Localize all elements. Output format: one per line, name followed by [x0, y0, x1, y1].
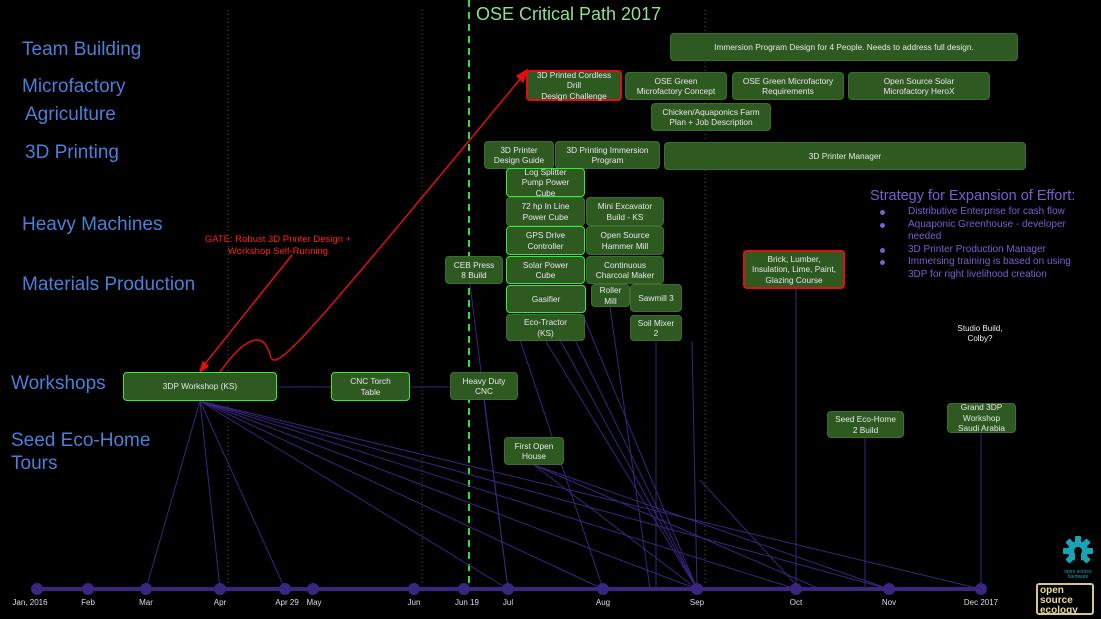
task-first-open-house[interactable]: First Open House	[504, 437, 564, 465]
task-charcoal-maker[interactable]: Continuous Charcoal Maker	[586, 256, 664, 284]
strategy-item: Immersing training is based on using 3DP…	[880, 256, 1088, 281]
task-eco-tractor[interactable]: Eco-Tractor (KS)	[506, 314, 585, 341]
timeline-label: Feb	[81, 598, 95, 607]
timeline-label: Jul	[502, 598, 514, 607]
osh-logo: open source hardware	[1058, 535, 1098, 580]
task-grand-workshop[interactable]: Grand 3DP Workshop Saudi Arabia	[947, 402, 1016, 433]
task-cnc-torch-table[interactable]: CNC Torch Table	[331, 372, 410, 401]
task-soil-mixer[interactable]: Soil Mixer 2	[630, 315, 682, 341]
task-hammer-mill[interactable]: Open Source Hammer Mill	[586, 226, 664, 255]
category-heavy-machines: Heavy Machines	[22, 214, 163, 235]
timeline-label: Apr	[213, 598, 227, 607]
timeline-label: Mar	[139, 598, 153, 607]
timeline-label: Sep	[689, 598, 705, 607]
timeline-label: Apr 29	[275, 598, 299, 607]
task-roller-mill[interactable]: Roller Mill	[591, 284, 630, 307]
task-printer-design-guide[interactable]: 3D Printer Design Guide	[484, 141, 554, 169]
task-solar-herox[interactable]: Open Source Solar Microfactory HeroX	[848, 72, 990, 100]
task-log-splitter[interactable]: Log Splitter Pump Power Cube	[506, 167, 585, 198]
task-gps-drive[interactable]: GPS Drive Controller	[506, 226, 585, 255]
strategy-item: Distributive Enterprise for cash flow	[880, 206, 1088, 219]
category-agriculture: Agriculture	[25, 104, 116, 125]
timeline-label: Jun	[407, 598, 421, 607]
task-chicken-aquaponics[interactable]: Chicken/Aquaponics Farm Plan + Job Descr…	[651, 103, 771, 131]
dependency-lines	[145, 283, 982, 590]
category-materials-production: Materials Production	[22, 274, 196, 295]
category-seed-eco-home-tours: Seed Eco-Home Tours	[11, 430, 151, 474]
timeline-label: Aug	[595, 598, 611, 607]
task-printer-manager[interactable]: 3D Printer Manager	[664, 142, 1026, 170]
task-brick-course[interactable]: Brick, Lumber, Insulation, Lime, Paint, …	[743, 250, 845, 289]
chart-title: OSE Critical Path 2017	[476, 4, 662, 24]
task-gasifier[interactable]: Gasifier	[506, 285, 586, 313]
task-mini-excavator[interactable]: Mini Excavator Build - KS	[586, 197, 664, 226]
task-heavy-duty-cnc[interactable]: Heavy Duty CNC	[450, 372, 518, 400]
category-3d-printing: 3D Printing	[25, 142, 119, 163]
strategy-panel: Strategy for Expansion of Effort: Distri…	[870, 188, 1088, 281]
timeline-label: Jun 19	[454, 598, 480, 607]
timeline-label: Dec 2017	[963, 598, 999, 607]
category-microfactory: Microfactory	[22, 76, 126, 97]
gear-icon	[1063, 536, 1093, 567]
task-immersion-program-design[interactable]: Immersion Program Design for 4 People. N…	[670, 33, 1018, 61]
timeline-label: Oct	[789, 598, 803, 607]
studio-build-note: Studio Build, Colby?	[957, 324, 1003, 343]
task-printing-immersion[interactable]: 3D Printing Immersion Program	[555, 141, 660, 169]
task-eco-home-2[interactable]: Seed Eco-Home 2 Build	[827, 411, 904, 438]
task-cordless-drill[interactable]: 3D Printed Cordless Drill Design Challen…	[526, 70, 622, 101]
timeline-label: Nov	[881, 598, 897, 607]
task-power-cube-72hp[interactable]: 72 hp In Line Power Cube	[506, 197, 585, 226]
timeline-dots	[31, 583, 987, 595]
strategy-item: Aquaponic Greenhouse - developer needed	[880, 219, 1088, 244]
strategy-item: 3D Printer Production Manager	[880, 244, 1088, 257]
task-sawmill[interactable]: Sawmill 3	[630, 284, 682, 312]
task-microfactory-requirements[interactable]: OSE Green Microfactory Requirements	[732, 72, 844, 100]
strategy-heading: Strategy for Expansion of Effort:	[870, 188, 1076, 204]
task-solar-power-cube[interactable]: Solar Power Cube	[506, 256, 585, 284]
gate-note: GATE: Robust 3D Printer Design + Worksho…	[204, 234, 352, 257]
gate-arrow	[198, 68, 529, 374]
task-ceb-press[interactable]: CEB Press 8 Build	[445, 256, 503, 284]
task-microfactory-concept[interactable]: OSE Green Microfactory Concept	[625, 72, 727, 100]
category-workshops: Workshops	[11, 373, 106, 394]
task-3dp-workshop[interactable]: 3DP Workshop (KS)	[123, 372, 277, 401]
timeline-label: Jan, 2016	[12, 598, 48, 607]
category-team-building: Team Building	[22, 39, 142, 60]
timeline-label: May	[306, 598, 322, 607]
osh-logo-text: open source hardware	[1064, 569, 1092, 580]
